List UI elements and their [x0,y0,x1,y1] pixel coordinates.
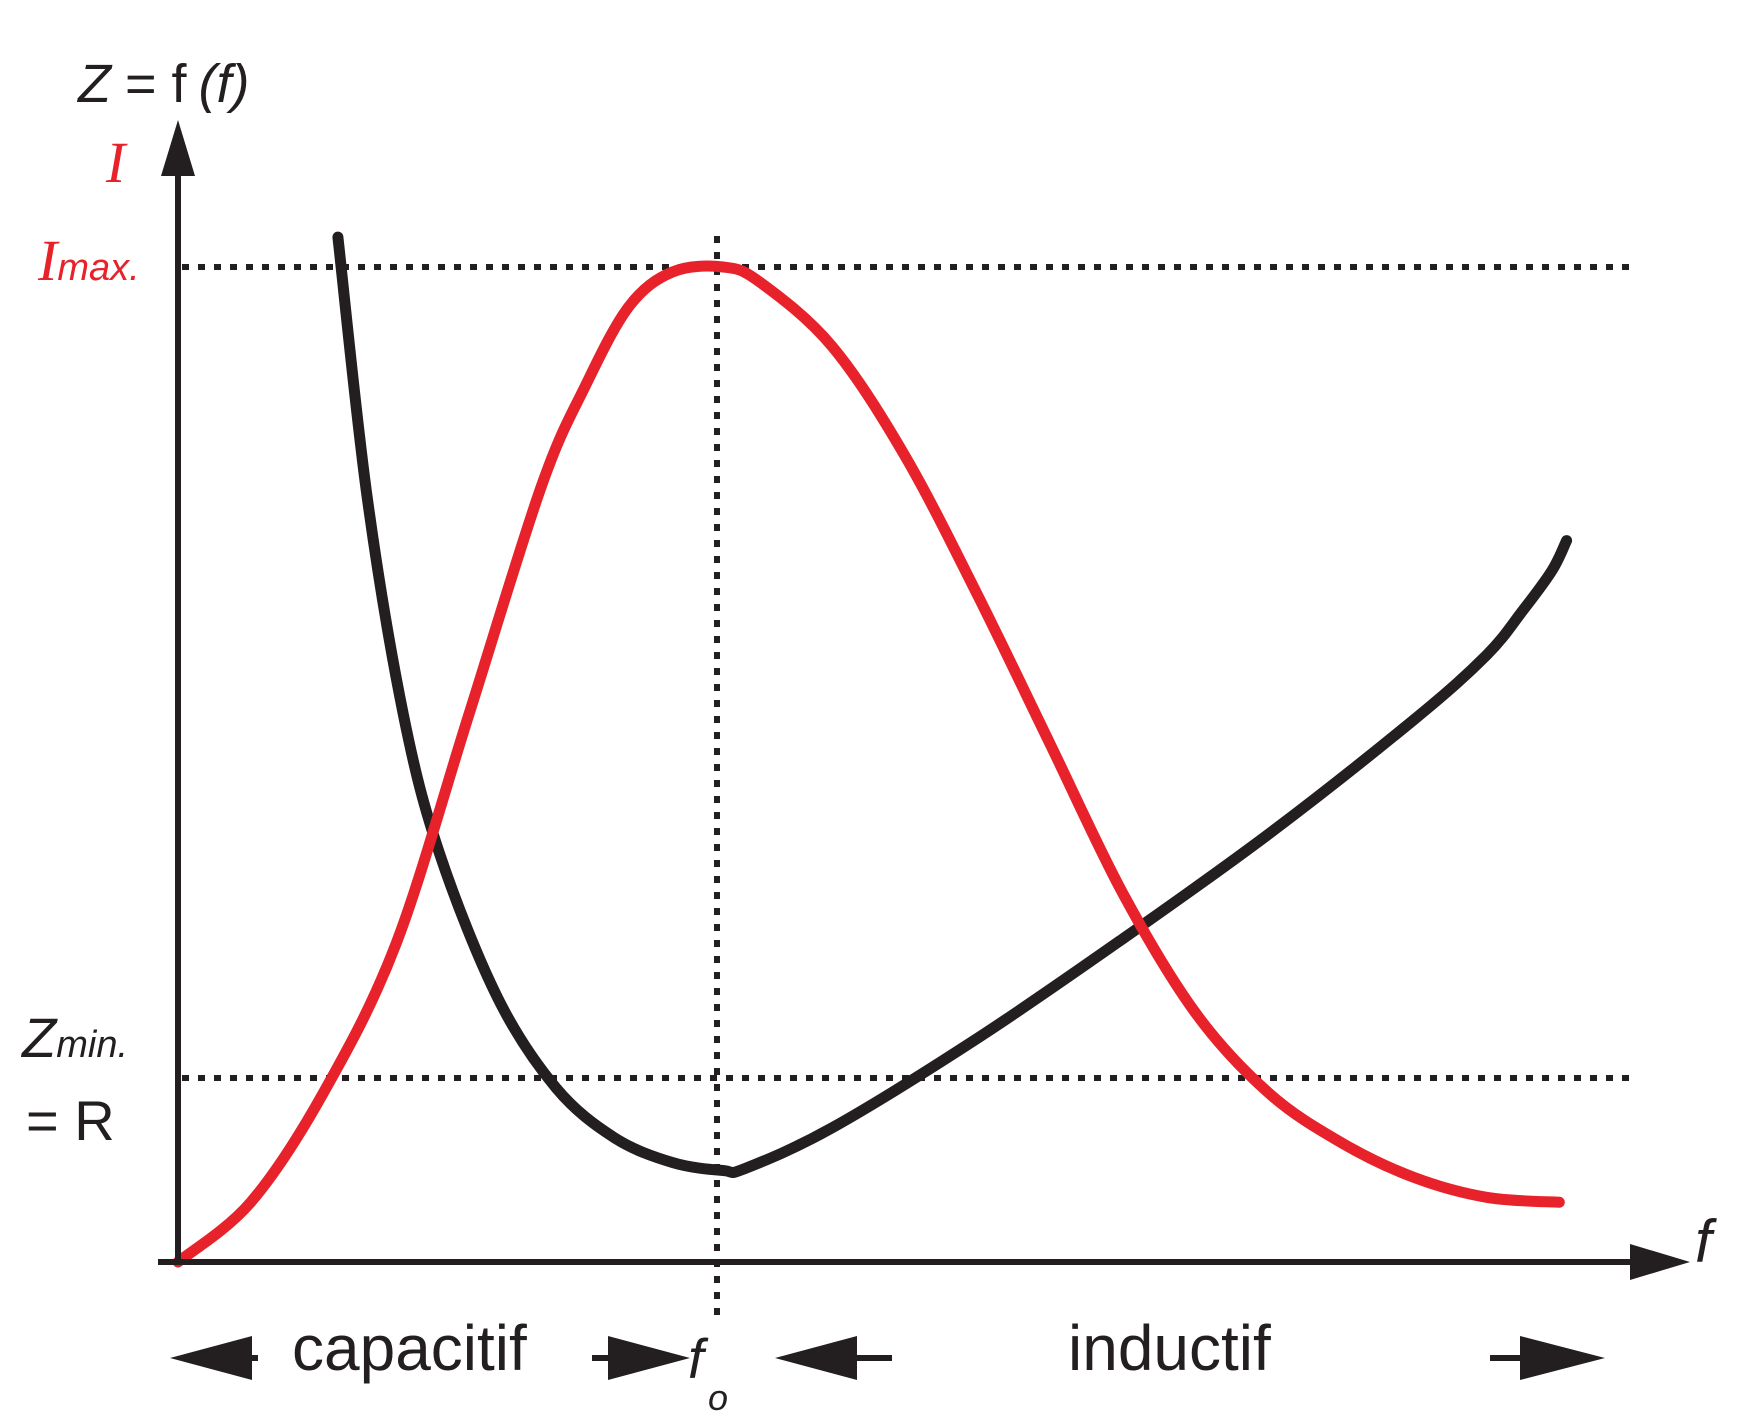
f0-subscript: o [708,1377,728,1418]
y-axis-function-label: Z= f(f) [76,54,250,114]
capacitive-region-label: capacitif [292,1312,527,1384]
inductive-region-label: inductif [1068,1312,1271,1384]
current-curve [172,260,1565,1268]
imax-label: Imax. [37,228,140,293]
inductive-right-arrow-icon [1490,1336,1605,1380]
y-axis-current-label: I [105,130,128,195]
y-axis-arrow-icon [161,120,195,176]
impedance-curve [332,231,1573,1179]
capacitive-left-arrow-icon [170,1336,258,1380]
inductive-left-arrow-icon [775,1336,892,1380]
x-axis-arrow-icon [1630,1244,1690,1280]
zmin-label: Zmin. [20,1006,128,1069]
x-axis-label: f [1695,1208,1717,1275]
zmin-equals-r-label: = R [26,1089,115,1152]
capacitive-right-arrow-icon [592,1336,690,1380]
f0-label: f [688,1327,709,1390]
